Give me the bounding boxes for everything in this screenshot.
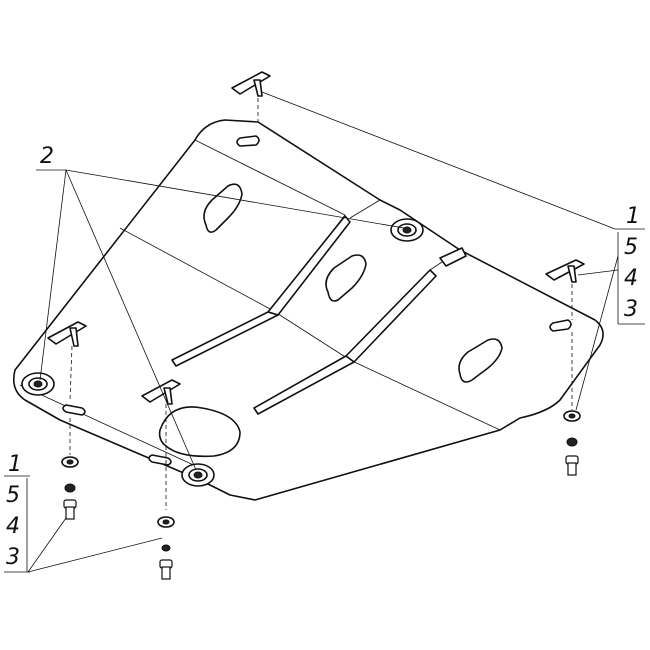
bracket-right xyxy=(545,259,585,283)
callout-2: 2 xyxy=(40,144,54,169)
leaders-2 xyxy=(36,169,405,471)
leaders-left xyxy=(4,475,163,573)
right-callout-3: 3 xyxy=(624,297,638,322)
boss-left xyxy=(21,372,55,396)
bracket-center xyxy=(141,379,181,405)
boss-center-bottom xyxy=(181,463,215,487)
leaders-right xyxy=(261,91,645,411)
boss-top-center xyxy=(390,218,424,242)
left-callout-1: 1 xyxy=(8,452,22,477)
left-callout-5: 5 xyxy=(6,483,20,508)
left-callout-3: 3 xyxy=(6,545,20,570)
skid-plate xyxy=(12,119,604,501)
right-callout-1: 1 xyxy=(626,204,640,229)
bracket-left xyxy=(47,321,87,347)
hardware-left xyxy=(61,456,79,520)
hardware-right xyxy=(563,410,581,476)
bracket-top xyxy=(231,71,271,97)
hardware-center xyxy=(157,516,175,580)
right-callout-5: 5 xyxy=(624,235,638,260)
left-callout-4: 4 xyxy=(6,514,20,539)
right-callout-4: 4 xyxy=(624,266,638,291)
